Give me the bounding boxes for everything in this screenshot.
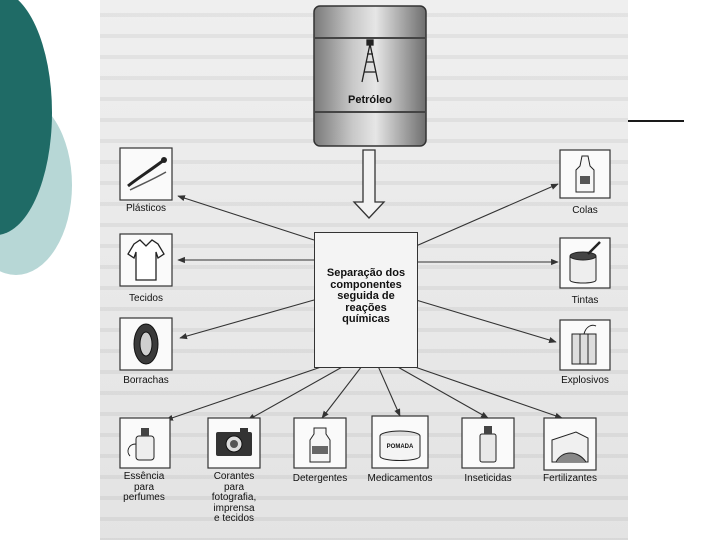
medicines-icon-box: POMADA — [371, 415, 429, 469]
petroleum-label: Petróleo — [347, 94, 392, 106]
glue-icon-box — [559, 149, 611, 199]
fabrics-icon-box — [119, 233, 173, 287]
dyes-icon-box — [207, 417, 261, 469]
perfume-icon-box — [119, 417, 171, 469]
textbook-page-scan: POMADA — [100, 0, 628, 540]
connector-arrows — [165, 183, 563, 421]
down-arrow — [352, 149, 386, 219]
rubber-icon-box — [119, 317, 173, 371]
fertilizers-label: Fertilizantes — [543, 473, 597, 484]
plastics-icon-box — [119, 147, 173, 201]
paints-label: Tintas — [571, 295, 599, 306]
fabrics-label: Tecidos — [129, 293, 163, 304]
separation-process-label: Separação dos componentes seguida de rea… — [326, 267, 406, 325]
glue-label: Colas — [572, 205, 598, 216]
petroleum-diagram: POMADA — [119, 5, 611, 471]
insecticides-icon-box — [461, 417, 515, 469]
separation-process-box — [314, 232, 418, 368]
rubber-label: Borrachas — [123, 375, 169, 386]
explosives-label: Explosivos — [561, 375, 609, 386]
detergents-label: Detergentes — [292, 473, 348, 484]
accent-line — [628, 120, 684, 122]
insecticides-label: Inseticidas — [464, 473, 512, 484]
detergents-icon-box — [293, 417, 347, 469]
dyes-label: Corantes para fotografia, imprensa e tec… — [211, 471, 257, 524]
paints-icon-box — [559, 237, 611, 289]
medicines-label: Medicamentos — [367, 473, 433, 484]
petroleum-barrel — [313, 5, 427, 147]
fertilizers-icon-box — [543, 417, 597, 471]
perfume-label: Essência para perfumes — [123, 471, 165, 503]
explosives-icon-box — [559, 319, 611, 371]
ointment-jar-label: POMADA — [387, 444, 414, 450]
plastics-label: Plásticos — [125, 203, 166, 214]
oil-derrick-icon — [361, 39, 379, 83]
